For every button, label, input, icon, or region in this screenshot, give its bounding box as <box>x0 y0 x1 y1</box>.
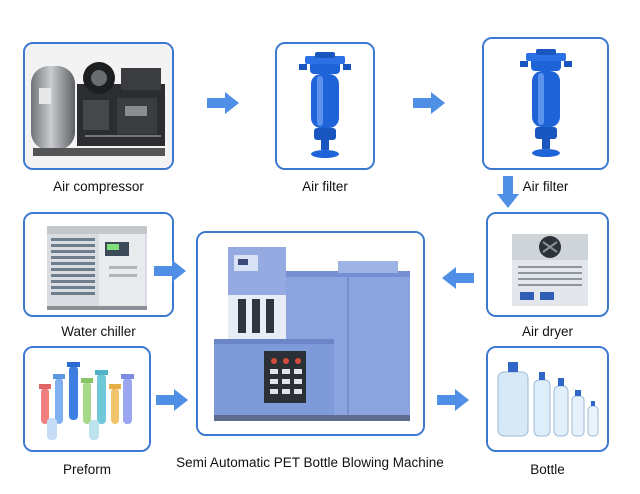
card-air-dryer <box>486 212 609 317</box>
card-air-compressor <box>23 42 174 170</box>
water-chiller-image <box>25 214 172 315</box>
air-compressor-image <box>25 44 172 168</box>
arrow-right-icon <box>437 389 469 411</box>
card-bottle <box>486 346 609 452</box>
card-water-chiller <box>23 212 174 317</box>
card-air-filter-2 <box>482 37 609 170</box>
step-label-preform: Preform <box>62 462 111 477</box>
air-filter-image <box>277 44 373 168</box>
arrow-right-icon <box>156 389 188 411</box>
bottle-image <box>488 348 607 450</box>
step-label-blowing-machine: Semi Automatic PET Bottle Blowing Machin… <box>176 455 444 470</box>
step-label-water-chiller: Water chiller <box>61 324 136 339</box>
arrow-left-icon <box>442 267 474 289</box>
card-preform <box>23 346 151 452</box>
step-label-air-filter-1: Air filter <box>302 179 348 194</box>
air-filter-image <box>484 39 607 168</box>
card-air-filter-1 <box>275 42 375 170</box>
arrow-down-icon <box>497 176 519 208</box>
arrow-right-icon <box>207 92 239 114</box>
air-dryer-image <box>488 214 607 315</box>
step-label-air-compressor: Air compressor <box>53 179 144 194</box>
step-label-air-filter-2: Air filter <box>522 179 569 194</box>
blowing-machine-image <box>198 233 423 434</box>
arrow-right-icon <box>154 260 186 282</box>
arrow-right-icon <box>413 92 445 114</box>
step-label-bottle: Bottle <box>530 462 565 477</box>
card-blowing-machine <box>196 231 425 436</box>
step-label-air-dryer: Air dryer <box>521 324 573 339</box>
preform-image <box>25 348 149 450</box>
